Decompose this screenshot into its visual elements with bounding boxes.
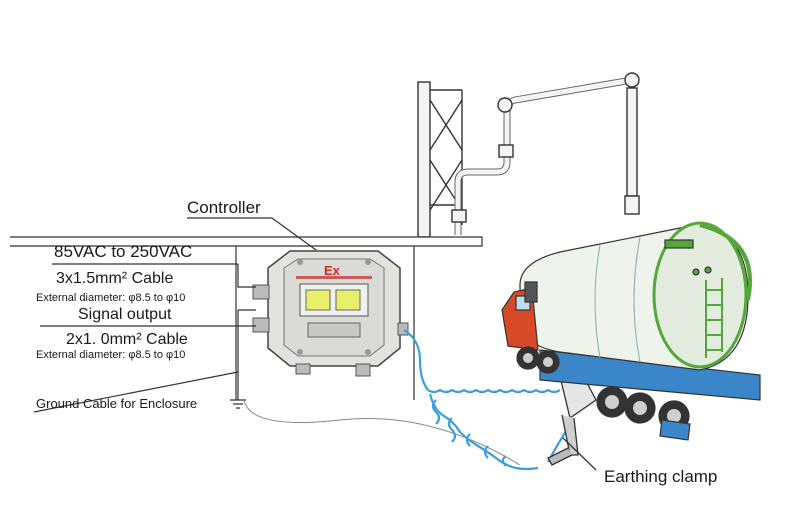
ground-cable-label: Ground Cable for Enclosure	[36, 396, 198, 411]
ex-mark: Ex	[324, 263, 340, 278]
controller-enclosure	[252, 250, 409, 377]
signal-output-label: Signal output	[78, 306, 172, 323]
power-cable-label: 3x1.5mm² Cable	[56, 270, 174, 287]
coiled-cable	[403, 329, 571, 471]
loading-arm	[417, 72, 640, 238]
power-supply-label: 85VAC to 250VAC	[54, 242, 193, 261]
wiring-lines	[33, 217, 521, 466]
earthing-clamp-label: Earthing clamp	[604, 467, 718, 486]
tanker-truck	[501, 221, 761, 441]
platform	[10, 236, 483, 400]
power-diameter-label: External diameter: φ8.5 to φ10	[36, 292, 186, 304]
signal-cable-label: 2x1. 0mm² Cable	[66, 331, 188, 348]
signal-diameter-label: External diameter: φ8.5 to φ10	[36, 349, 186, 361]
controller-label: Controller	[187, 198, 261, 217]
